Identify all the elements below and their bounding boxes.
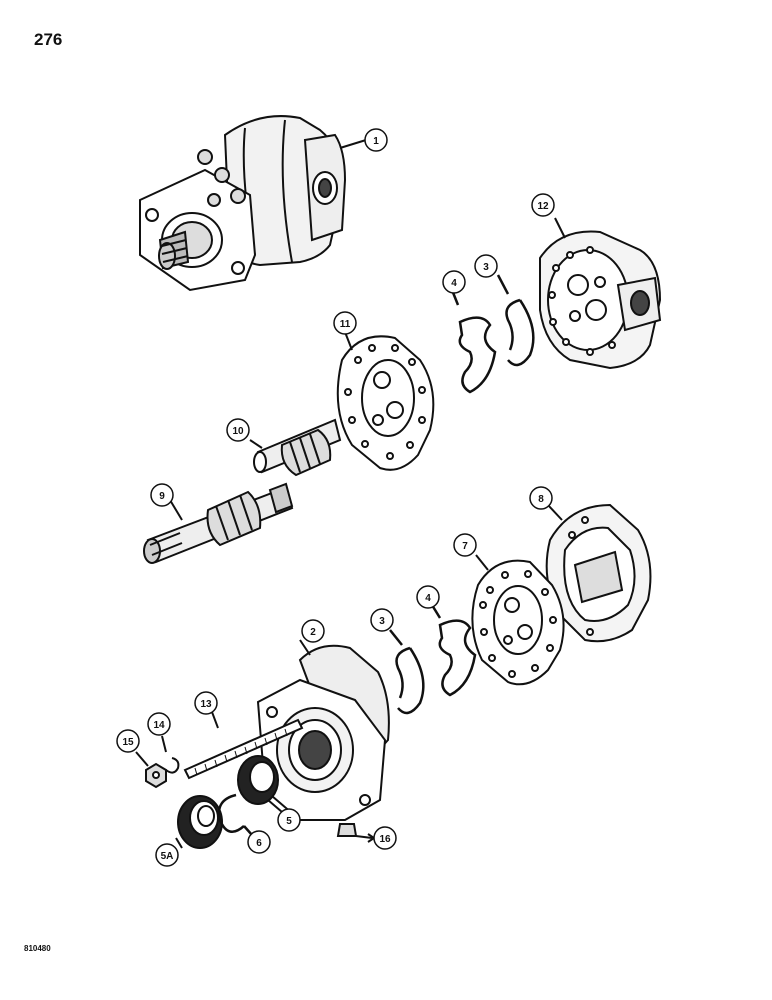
callout-1-label: 1 [373,136,379,147]
callout-10-label: 10 [232,426,244,437]
callout-5a-label: 5A [161,851,174,862]
idler-gear-shaft-drawing [249,418,342,477]
page-number: 276 [34,30,63,49]
oil-seal-outer-drawing [175,795,223,849]
lock-washer-drawing [161,735,180,774]
stud-drawing [183,711,304,780]
callout-14-label: 14 [153,720,165,731]
callout-10: 10 [226,418,250,442]
plug-drawing [336,823,376,843]
callout-5a: 5A [155,843,179,867]
callout-16: 16 [373,826,397,850]
callout-3-lower: 3 [370,608,394,632]
callout-11-label: 11 [340,319,351,330]
oil-seal-drawing [237,755,283,813]
callout-8: 8 [529,486,553,510]
callout-8-label: 8 [538,494,544,505]
callout-3-upper-label: 3 [483,262,489,273]
seal-upper-drawing [450,289,497,394]
callout-15: 15 [116,729,140,753]
callout-16-label: 16 [379,834,391,845]
drive-gear-shaft-drawing [143,482,294,564]
nut-drawing [135,751,167,789]
callout-14: 14 [147,712,171,736]
seal-lower-drawing [430,604,477,697]
pump-assembly-drawing [139,115,367,292]
callout-12-label: 12 [537,201,549,212]
callout-7: 7 [453,533,477,557]
callout-11: 11 [333,311,357,335]
gear-housing-drawing [545,503,652,643]
callout-5-label: 5 [286,816,292,827]
callout-12: 12 [531,193,555,217]
callout-4-upper: 4 [442,270,466,294]
callout-6-label: 6 [256,838,262,849]
callout-1: 1 [364,128,388,152]
rear-housing-drawing [539,217,662,370]
callout-4-upper-label: 4 [451,278,457,289]
snap-ring-drawing [217,793,253,836]
callout-9-label: 9 [159,491,165,502]
seal-ring-lower-drawing [389,629,425,715]
callout-15-label: 15 [122,737,134,748]
figure-id: 810480 [24,944,51,953]
seal-ring-upper-drawing [496,274,535,367]
callout-6: 6 [247,830,271,854]
wear-plate-lower-drawing [471,554,565,686]
callout-3-upper: 3 [474,254,498,278]
callout-2-label: 2 [310,627,316,638]
callout-4-lower: 4 [416,585,440,609]
callout-5: 5 [277,808,301,832]
callout-13: 13 [194,691,218,715]
callout-4-lower-label: 4 [425,593,431,604]
callout-13-label: 13 [200,699,212,710]
callout-2: 2 [301,619,325,643]
callout-9: 9 [150,483,174,507]
callout-3-lower-label: 3 [379,616,385,627]
wear-plate-upper-drawing [336,331,435,471]
callout-7-label: 7 [462,541,468,552]
